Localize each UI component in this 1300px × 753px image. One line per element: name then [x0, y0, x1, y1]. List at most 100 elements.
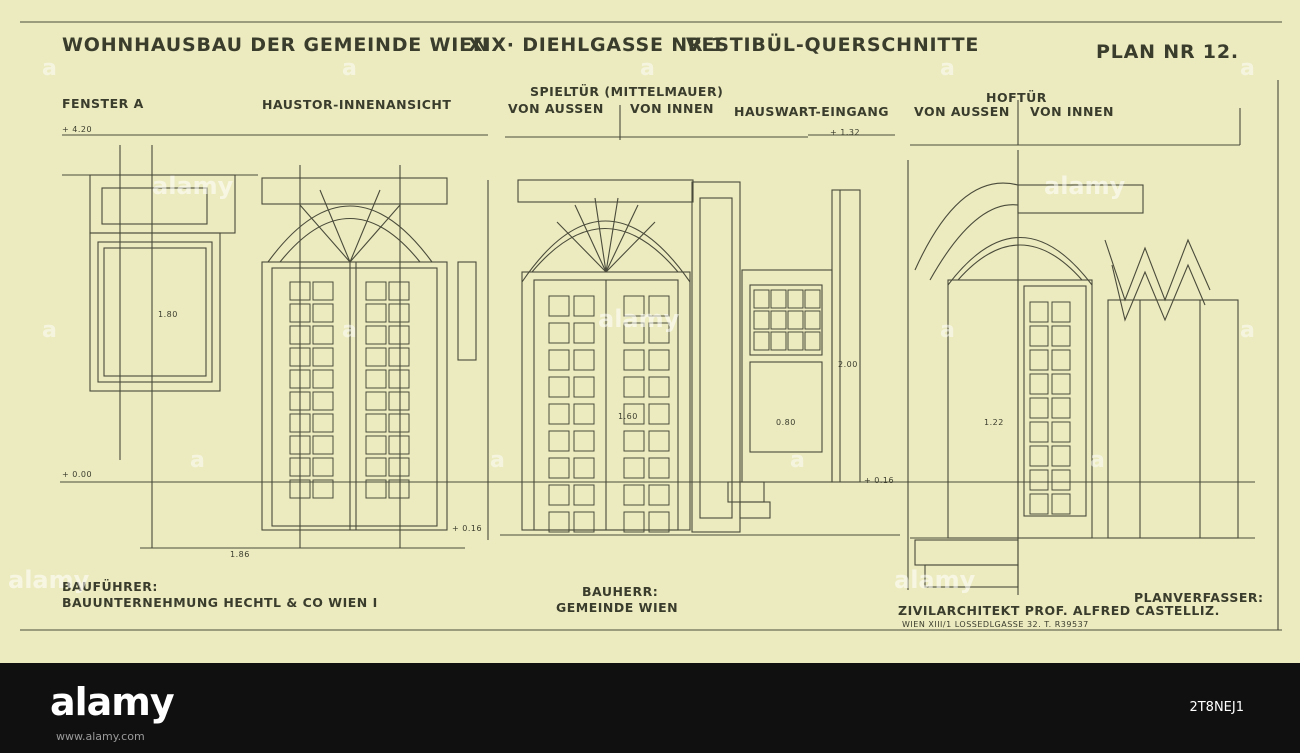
haustor-pane-left [312, 391, 334, 411]
stock-footer-band [0, 663, 1300, 753]
planverfasser-name: ZIVILARCHITEKT PROF. ALFRED CASTELLIZ. [898, 603, 1220, 618]
haustor-pane-right [365, 369, 387, 389]
hauswart-pane [804, 289, 821, 309]
dim-spiel-width: 1.60 [618, 412, 638, 421]
watermark-letter: a [1240, 318, 1255, 343]
spiel-pane-right [623, 430, 645, 452]
hof-pane [1029, 301, 1049, 323]
hauswart-pane [770, 331, 787, 351]
hof-door-frame [947, 279, 1093, 539]
dim-hof-width: 1.22 [984, 418, 1004, 427]
hauswart-pane [804, 310, 821, 330]
watermark-letter: a [342, 56, 357, 81]
title-address: XIX· DIEHLGASSE NR 1 [468, 34, 725, 56]
spiel-pane-left [573, 376, 595, 398]
haustor-pane-right [388, 369, 410, 389]
hauswart-pane [770, 310, 787, 330]
haustor-pane-right [365, 479, 387, 499]
haustor-pane-right [388, 413, 410, 433]
haustor-pane-right [388, 325, 410, 345]
haustor-pane-right [365, 347, 387, 367]
spiel-pane-right [623, 376, 645, 398]
haustor-pane-left [289, 281, 311, 301]
watermark-letter: a [640, 56, 655, 81]
watermark-letter: a [940, 56, 955, 81]
spiel-pane-right [648, 295, 670, 317]
hof-pane [1029, 373, 1049, 395]
spiel-pane-right [623, 457, 645, 479]
haustor-pane-left [289, 391, 311, 411]
hof-pane [1029, 493, 1049, 515]
label-hoftuer-aussen: VON AUSSEN [914, 104, 1010, 119]
haustor-pane-right [388, 435, 410, 455]
watermark: alamy [152, 172, 234, 200]
haustor-cornice [261, 177, 448, 205]
hauswart-pane [753, 289, 770, 309]
watermark-letter: a [190, 448, 205, 473]
planverfasser-address: WIEN XIII/1 LOSSEDLGASSE 32. T. R39537 [902, 620, 1089, 629]
spiel-pane-right [623, 511, 645, 533]
spiel-pane-right [648, 403, 670, 425]
haustor-pane-left [289, 303, 311, 323]
hof-pane [1051, 469, 1071, 491]
spiel-pilaster [691, 181, 741, 533]
title-subject: VESTIBÜL-QUERSCHNITTE [686, 34, 980, 56]
label-fenster: FENSTER A [62, 96, 144, 111]
haustor-pane-left [312, 281, 334, 301]
hof-pane [1051, 445, 1071, 467]
hof-pane [1029, 445, 1049, 467]
haustor-pane-left [312, 413, 334, 433]
haustor-pane-right [388, 347, 410, 367]
hauswart-pane [787, 289, 804, 309]
label-spieltuer-innen: VON INNEN [630, 101, 714, 116]
hof-pane [1051, 349, 1071, 371]
spiel-pane-right [648, 484, 670, 506]
hauswart-pane [770, 289, 787, 309]
dim-door-height: 2.00 [838, 360, 858, 369]
hof-pane [1051, 397, 1071, 419]
haustor-pane-right [388, 457, 410, 477]
dim-hauswart-level: + 1.32 [830, 128, 861, 137]
watermark: alamy [598, 305, 680, 333]
hof-inner-arch [947, 237, 1093, 286]
stock-url[interactable]: www.alamy.com [56, 730, 145, 743]
alamy-logo[interactable]: alamy [50, 680, 175, 724]
baufuehrer-label: BAUFÜHRER: [62, 579, 158, 594]
label-hauswart: HAUSWART-EINGANG [734, 104, 890, 119]
haustor-pane-left [289, 347, 311, 367]
watermark: alamy [8, 566, 90, 594]
haustor-pane-right [365, 457, 387, 477]
spiel-pane-right [623, 322, 645, 344]
hof-zigzag [1104, 238, 1211, 302]
spiel-pane-left [548, 322, 570, 344]
spiel-pane-right [623, 295, 645, 317]
haustor-pane-right [388, 303, 410, 323]
spiel-pane-left [548, 376, 570, 398]
watermark-letter: a [490, 448, 505, 473]
haustor-pane-left [289, 479, 311, 499]
spiel-pane-left [548, 511, 570, 533]
bauherr-name: GEMEINDE WIEN [556, 600, 679, 615]
hauswart-pane [753, 310, 770, 330]
label-spieltuer-aussen: VON AUSSEN [508, 101, 604, 116]
dim-fenster-height: 1.80 [158, 310, 178, 319]
watermark-letter: a [940, 318, 955, 343]
haustor-pane-right [365, 391, 387, 411]
hof-pane [1051, 373, 1071, 395]
spiel-pane-left [548, 457, 570, 479]
watermark-letter: a [42, 56, 57, 81]
hauswart-pane [753, 331, 770, 351]
hof-pane [1029, 397, 1049, 419]
spiel-pane-right [648, 511, 670, 533]
watermark: alamy [1044, 172, 1126, 200]
bauherr-label: BAUHERR: [582, 584, 659, 599]
spiel-pane-right [648, 376, 670, 398]
spiel-pane-left [573, 295, 595, 317]
hauswart-door [741, 269, 833, 483]
spiel-pane-left [548, 403, 570, 425]
spiel-pane-left [573, 403, 595, 425]
spiel-pane-left [573, 484, 595, 506]
dim-hauswart-width: 0.80 [776, 418, 796, 427]
haustor-pane-left [289, 325, 311, 345]
title-plan-number: PLAN NR 12. [1096, 41, 1239, 63]
